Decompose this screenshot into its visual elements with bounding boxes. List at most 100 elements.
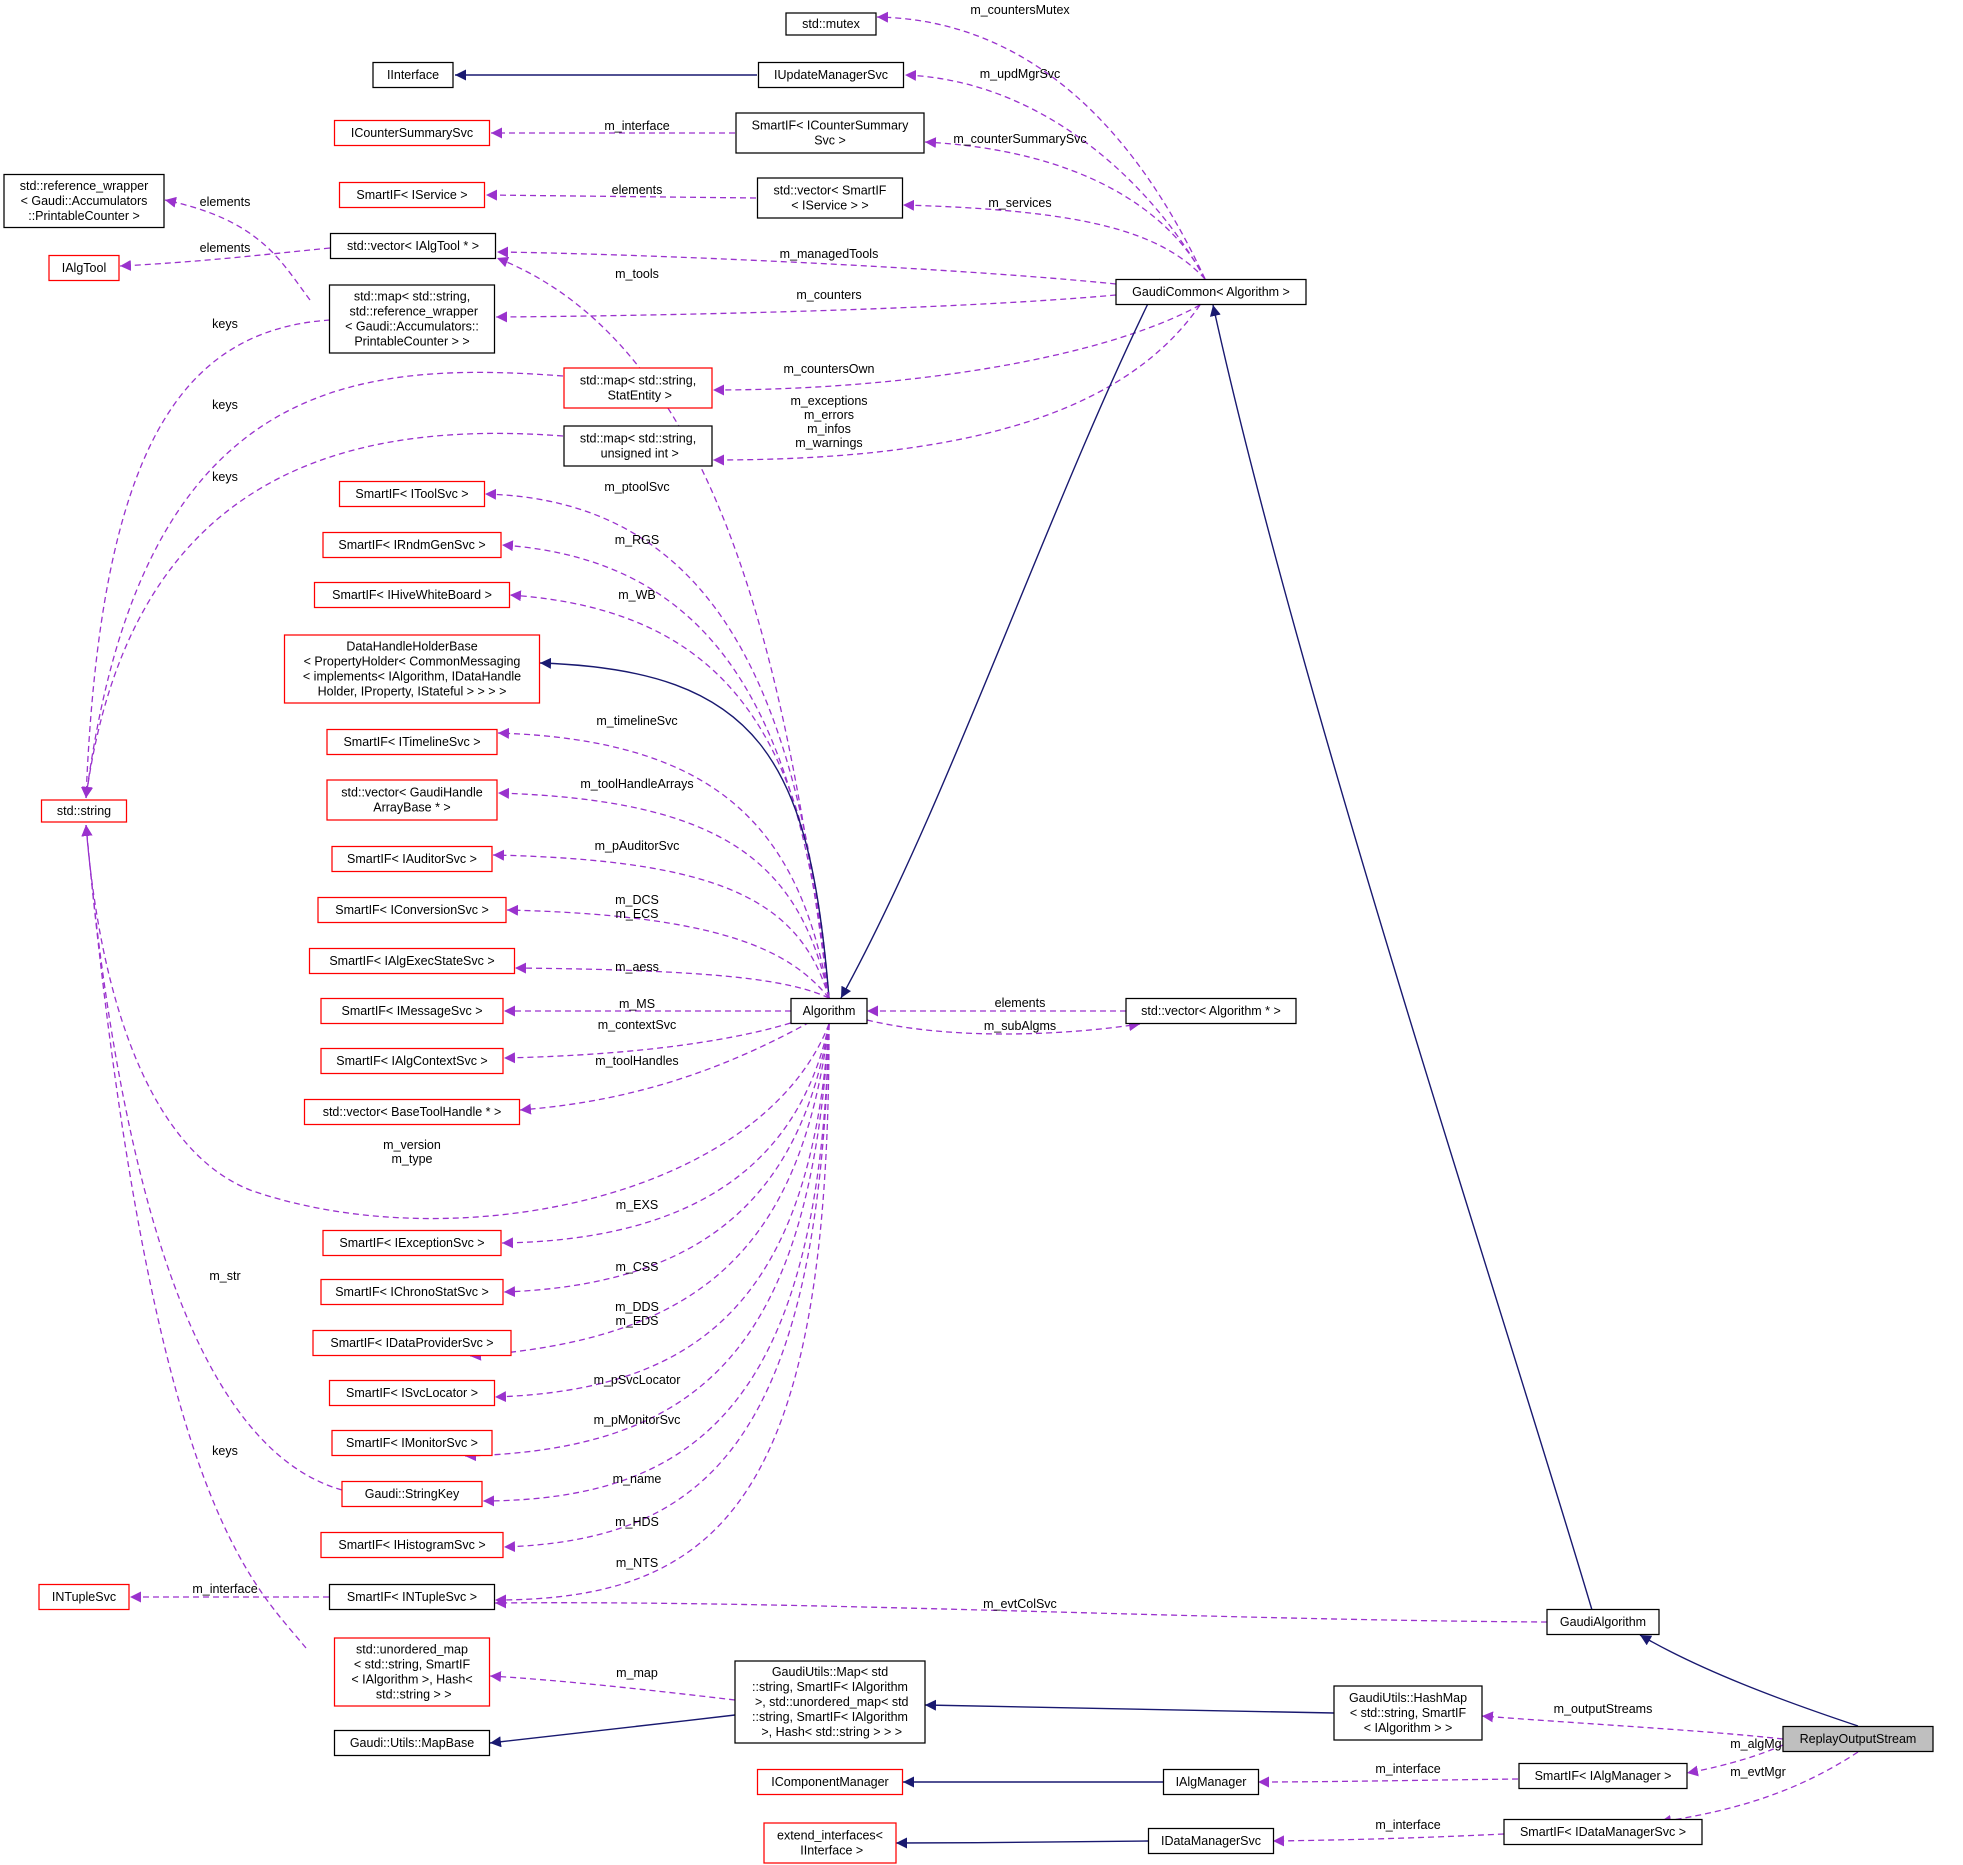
class-node-replayoutputstream[interactable]: ReplayOutputStream: [1782, 1725, 1934, 1753]
edge-label-lbl-m-countersummarysvc: m_counterSummarySvc: [953, 132, 1086, 146]
class-node-smartif-ichronostatsvc[interactable]: SmartIF< IChronoStatSvc >: [320, 1278, 504, 1306]
edge-label-lbl-m-nts: m_NTS: [616, 1556, 658, 1570]
edge-label-lbl-elements-alg: elements: [995, 996, 1046, 1010]
usage-edge-29: [503, 1019, 801, 1064]
edge-label-lbl-keys-1: keys: [212, 317, 238, 331]
class-node-map-statentity[interactable]: std::map< std::string, StatEntity >: [563, 367, 713, 409]
class-node-datahandleholderbase[interactable]: DataHandleHolderBase< PropertyHolder< Co…: [283, 634, 541, 704]
class-node-intuplesvc[interactable]: INTupleSvc: [38, 1583, 130, 1611]
class-node-ialgtool[interactable]: IAlgTool: [48, 254, 120, 282]
class-node-icountersummarysvc[interactable]: ICounterSummarySvc: [333, 119, 491, 147]
class-node-smartif-iauditorsvc[interactable]: SmartIF< IAuditorSvc >: [331, 845, 493, 873]
class-node-icomponentmanager[interactable]: IComponentManager: [756, 1768, 904, 1796]
class-node-smartif-itoolsvc[interactable]: SmartIF< IToolSvc >: [338, 480, 486, 508]
class-node-std-string[interactable]: std::string: [40, 799, 128, 823]
class-node-smartif-isvclocator[interactable]: SmartIF< ISvcLocator >: [328, 1379, 496, 1407]
class-node-smartif-iservice[interactable]: SmartIF< IService >: [338, 181, 486, 209]
usage-edge-36: [464, 1023, 830, 1462]
class-node-smartif-ihistogramsvc[interactable]: SmartIF< IHistogramSvc >: [320, 1531, 504, 1559]
class-node-box: [312, 1329, 512, 1357]
inheritance-edge-47: [1639, 1634, 1859, 1727]
class-node-label: SmartIF< IAlgExecStateSvc >: [329, 954, 494, 968]
class-node-smartif-irndmgensvc[interactable]: SmartIF< IRndmGenSvc >: [322, 531, 502, 559]
class-node-label: SmartIF< IRndmGenSvc >: [338, 538, 485, 552]
class-node-box: [333, 119, 491, 147]
class-node-smartif-idatamanagersvc[interactable]: SmartIF< IDataManagerSvc >: [1503, 1818, 1703, 1846]
class-node-algorithm[interactable]: Algorithm: [790, 997, 868, 1025]
class-node-gaudiutils-map[interactable]: GaudiUtils::Map< std::string, SmartIF< I…: [734, 1660, 926, 1744]
class-node-map-refwrapper[interactable]: std::map< std::string, std::reference_wr…: [328, 284, 496, 354]
edge-label-lbl-keys-4: keys: [212, 1444, 238, 1458]
inheritance-edge-48: [1209, 304, 1593, 1611]
edge-label-lbl-elements-refwrap: elements: [200, 195, 251, 209]
usage-edge-22: [497, 787, 830, 999]
edge-label-lbl-m-managedtools: m_managedTools: [780, 247, 879, 261]
class-node-iinterface[interactable]: IInterface: [372, 61, 454, 89]
class-node-smartif-iexceptionsvc[interactable]: SmartIF< IExceptionSvc >: [322, 1229, 502, 1257]
class-node-label: IUpdateManagerSvc: [774, 68, 888, 82]
class-node-gaudiutils-hashmap[interactable]: GaudiUtils::HashMap< std::string, SmartI…: [1333, 1685, 1483, 1741]
edge-label-lbl-m-hds: m_HDS: [615, 1515, 659, 1529]
usage-edge-17: [484, 488, 830, 999]
class-node-smartif-ihivewhiteboard[interactable]: SmartIF< IHiveWhiteBoard >: [313, 581, 511, 609]
usage-edge-6: [485, 189, 757, 201]
class-node-gaudi-utils-mapbase[interactable]: Gaudi::Utils::MapBase: [333, 1729, 491, 1757]
class-node-idatamanagersvc[interactable]: IDataManagerSvc: [1147, 1827, 1275, 1855]
class-node-box: [320, 1531, 504, 1559]
class-node-label: SmartIF< IExceptionSvc >: [339, 1236, 484, 1250]
class-node-label: SmartIF< IAuditorSvc >: [347, 852, 477, 866]
class-node-box: [320, 1278, 504, 1306]
class-node-vector-basetoolhandle[interactable]: std::vector< BaseToolHandle * >: [303, 1098, 521, 1126]
class-node-gaudialgorithm[interactable]: GaudiAlgorithm: [1546, 1608, 1660, 1636]
edge-label-lbl-m-updmgrsvc: m_updMgrSvc: [980, 67, 1061, 81]
class-node-smartif-intuplesvc[interactable]: SmartIF< INTupleSvc >: [328, 1583, 496, 1611]
class-node-smartif-imessagesvc[interactable]: SmartIF< IMessageSvc >: [320, 997, 504, 1025]
class-node-smartif-iconversionsvc[interactable]: SmartIF< IConversionSvc >: [317, 896, 507, 924]
class-node-std-reference-wrapper[interactable]: std::reference_wrapper< Gaudi::Accumulat…: [3, 173, 165, 229]
class-node-box: [790, 997, 868, 1025]
class-node-extend-interfaces[interactable]: extend_interfaces< IInterface >: [763, 1822, 897, 1864]
class-node-box: [563, 425, 713, 467]
class-node-vector-algorithm[interactable]: std::vector< Algorithm * >: [1125, 997, 1297, 1025]
class-node-smartif-itimelinesvc[interactable]: SmartIF< ITimelineSvc >: [326, 728, 498, 756]
edge-label-lbl-m-psvclocator: m_pSvcLocator: [594, 1373, 681, 1387]
class-node-box: [1115, 278, 1307, 306]
usage-edge-5: [164, 196, 311, 301]
class-node-smartif-ialgexecstatesvc[interactable]: SmartIF< IAlgExecStateSvc >: [308, 947, 516, 975]
edge-label-lbl-m-tools: m_tools: [615, 267, 659, 281]
class-node-smartif-idataprovidersvc[interactable]: SmartIF< IDataProviderSvc >: [312, 1329, 512, 1357]
class-node-box: [756, 177, 904, 219]
edge-label-lbl-m-timelinesvc: m_timelineSvc: [596, 714, 677, 728]
class-node-vector-ialgtool[interactable]: std::vector< IAlgTool * >: [329, 232, 497, 260]
class-node-box: [308, 947, 516, 975]
class-node-smartif-ialgmanager[interactable]: SmartIF< IAlgManager >: [1518, 1762, 1688, 1790]
class-node-std-mutex[interactable]: std::mutex: [785, 12, 877, 36]
class-node-iupdatemanagersvc[interactable]: IUpdateManagerSvc: [757, 61, 905, 89]
class-node-vector-smartif-iservice[interactable]: std::vector< SmartIF< IService > >: [756, 177, 904, 219]
usage-edge-41: [494, 1023, 830, 1606]
usage-edge-50: [1481, 1711, 1784, 1740]
class-node-label: std::map< std::string, std::reference_wr…: [345, 290, 479, 349]
class-node-box: [328, 1379, 496, 1407]
edge-labels-layer: m_countersMutexm_updMgrSvcm_interfacem_c…: [192, 3, 1785, 1832]
class-node-box: [333, 1637, 491, 1707]
class-node-gaudi-stringkey[interactable]: Gaudi::StringKey: [341, 1480, 483, 1508]
class-node-map-uint[interactable]: std::map< std::string, unsigned int >: [563, 425, 713, 467]
class-node-label: INTupleSvc: [52, 1590, 116, 1604]
edge-label-lbl-m-outputstreams: m_outputStreams: [1554, 1702, 1653, 1716]
class-node-box: [1162, 1768, 1260, 1796]
class-node-smartif-ialgcontextsvc[interactable]: SmartIF< IAlgContextSvc >: [320, 1047, 504, 1075]
class-node-label: std::vector< SmartIF< IService > >: [774, 184, 887, 213]
class-node-gaudicommon[interactable]: GaudiCommon< Algorithm >: [1115, 278, 1307, 306]
edge-label-lbl-m-map: m_map: [616, 1666, 658, 1680]
class-node-smartif-imonitorsvc[interactable]: SmartIF< IMonitorSvc >: [331, 1429, 493, 1457]
class-node-ialgmanager[interactable]: IAlgManager: [1162, 1768, 1260, 1796]
class-node-unordered-map[interactable]: std::unordered_map< std::string, SmartIF…: [333, 1637, 491, 1707]
usage-edge-4: [924, 137, 1206, 280]
